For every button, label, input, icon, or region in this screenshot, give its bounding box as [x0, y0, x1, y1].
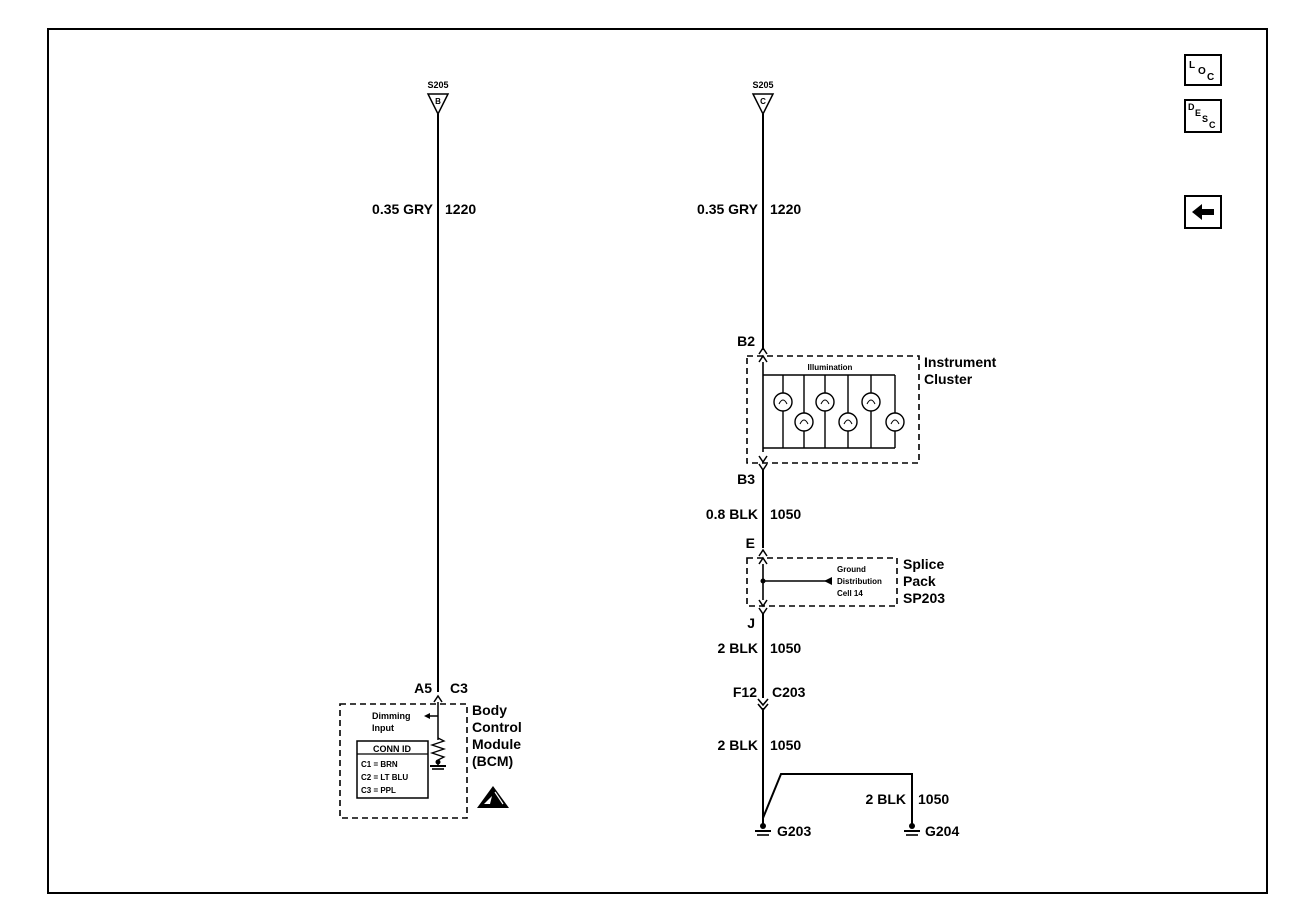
lamp-icon	[838, 412, 858, 432]
sp-label-line: Pack	[903, 573, 936, 589]
lamp-icon	[861, 392, 881, 412]
ground-g204-icon	[904, 823, 920, 836]
ic-terminal-bottom	[758, 463, 768, 472]
bcm-terminal	[433, 694, 443, 703]
lamp-icon	[773, 392, 793, 412]
right-wire2-color: 0.8 BLK	[706, 506, 758, 522]
bcm-label-line: Control	[472, 719, 522, 735]
ground-dist-label: Cell 14	[837, 589, 863, 598]
lamp-icon	[794, 412, 814, 432]
desc-letter: D	[1188, 102, 1195, 112]
dimming-label-1: Dimming	[372, 711, 411, 721]
instrument-cluster-box	[746, 355, 920, 464]
loc-letter: C	[1207, 72, 1214, 83]
right-splice-triangle	[751, 93, 775, 116]
right-wire1-circuit: 1220	[770, 201, 801, 217]
bcm-label-line: Module	[472, 736, 521, 752]
loc-letter: L	[1189, 60, 1195, 71]
back-button[interactable]	[1184, 195, 1222, 229]
bulb-column	[815, 375, 835, 448]
bcm-pin-a: A5	[414, 680, 432, 696]
right-wire3-circuit: 1050	[770, 640, 801, 656]
dimming-arrow-icon	[424, 713, 430, 719]
ground-dist-label: Ground	[837, 565, 866, 574]
connector-male-icon	[757, 698, 769, 707]
diagram-border	[47, 28, 1268, 894]
ground-dist-arrow-icon	[824, 577, 832, 585]
desc-letter: C	[1209, 120, 1216, 130]
ic-terminal-top	[758, 346, 768, 355]
bcm-box	[339, 703, 468, 819]
right-splice-pin: C	[760, 97, 766, 106]
right-wire1-color: 0.35 GRY	[697, 201, 759, 217]
ground-dist-label: Distribution	[837, 577, 882, 586]
bcm-label-line: (BCM)	[472, 753, 513, 769]
sp-terminal-bottom-inner	[758, 599, 768, 608]
conn-id-table	[356, 740, 429, 799]
left-arrow-icon	[1192, 204, 1214, 220]
illumination-label: Illumination	[808, 363, 853, 372]
conn-id-header: CONN ID	[373, 744, 412, 754]
left-wire-color: 0.35 GRY	[372, 201, 434, 217]
desc-letter: E	[1195, 108, 1201, 118]
conn-id-row: C1 = BRN	[361, 760, 398, 769]
splice-pack-box	[746, 557, 898, 607]
bulb-column	[794, 375, 814, 448]
bulb-column	[838, 375, 858, 448]
sp-terminal-top-inner	[758, 556, 768, 565]
sp-label-line: SP203	[903, 590, 945, 606]
ic-pin-b2: B2	[737, 333, 755, 349]
connector-id: C203	[772, 684, 806, 700]
bcm-ground-icon	[430, 759, 446, 770]
sp-terminal-bottom	[758, 607, 768, 616]
ground-g203-label: G203	[777, 823, 811, 839]
esd-sensitive-icon	[477, 786, 509, 808]
right-wire4-circuit: 1050	[770, 737, 801, 753]
right-wire5-circuit: 1050	[918, 791, 949, 807]
left-circuit: S205 B 0.35 GRY 1220 A5 C3 Dimming Input…	[339, 80, 522, 819]
lamp-icon	[815, 392, 835, 412]
ground-g204-label: G204	[925, 823, 959, 839]
sp-pin-e: E	[746, 535, 755, 551]
loc-letter: O	[1198, 66, 1206, 77]
sp-terminal-top	[758, 548, 768, 557]
left-splice-triangle	[426, 93, 450, 116]
sp-pin-j: J	[747, 615, 755, 631]
right-circuit: S205 C 0.35 GRY 1220 B2 Illumination	[697, 80, 997, 839]
right-splice-id: S205	[752, 80, 773, 90]
left-splice-pin: B	[435, 97, 441, 106]
bulb-column	[861, 375, 881, 448]
right-wire3-color: 2 BLK	[718, 640, 758, 656]
desc-letter: S	[1202, 114, 1208, 124]
ic-terminal-top-inner	[758, 354, 768, 363]
conn-id-row: C3 = PPL	[361, 786, 396, 795]
right-wire4-color: 2 BLK	[718, 737, 758, 753]
bulb-column	[773, 375, 793, 448]
left-wire-circuit: 1220	[445, 201, 476, 217]
ic-pin-b3: B3	[737, 471, 755, 487]
dimming-label-2: Input	[372, 723, 394, 733]
connector-pin: F12	[733, 684, 757, 700]
bcm-label-line: Body	[472, 702, 507, 718]
right-wire-5	[762, 773, 913, 827]
conn-id-row: C2 = LT BLU	[361, 773, 408, 782]
sp-label-line: Splice	[903, 556, 944, 572]
right-wire2-circuit: 1050	[770, 506, 801, 522]
ic-label-line: Cluster	[924, 371, 973, 387]
bulb-column	[885, 375, 905, 448]
description-button[interactable]: D E S C	[1184, 99, 1222, 133]
ground-g203-icon	[755, 823, 771, 836]
component-location-button[interactable]: L O C	[1184, 54, 1222, 86]
lamp-icon	[885, 412, 905, 432]
left-splice-id: S205	[427, 80, 448, 90]
ic-terminal-bottom-inner	[758, 455, 768, 464]
right-wire5-color: 2 BLK	[866, 791, 906, 807]
ic-label-line: Instrument	[924, 354, 997, 370]
bcm-pin-c: C3	[450, 680, 468, 696]
resistor-icon	[429, 737, 447, 761]
